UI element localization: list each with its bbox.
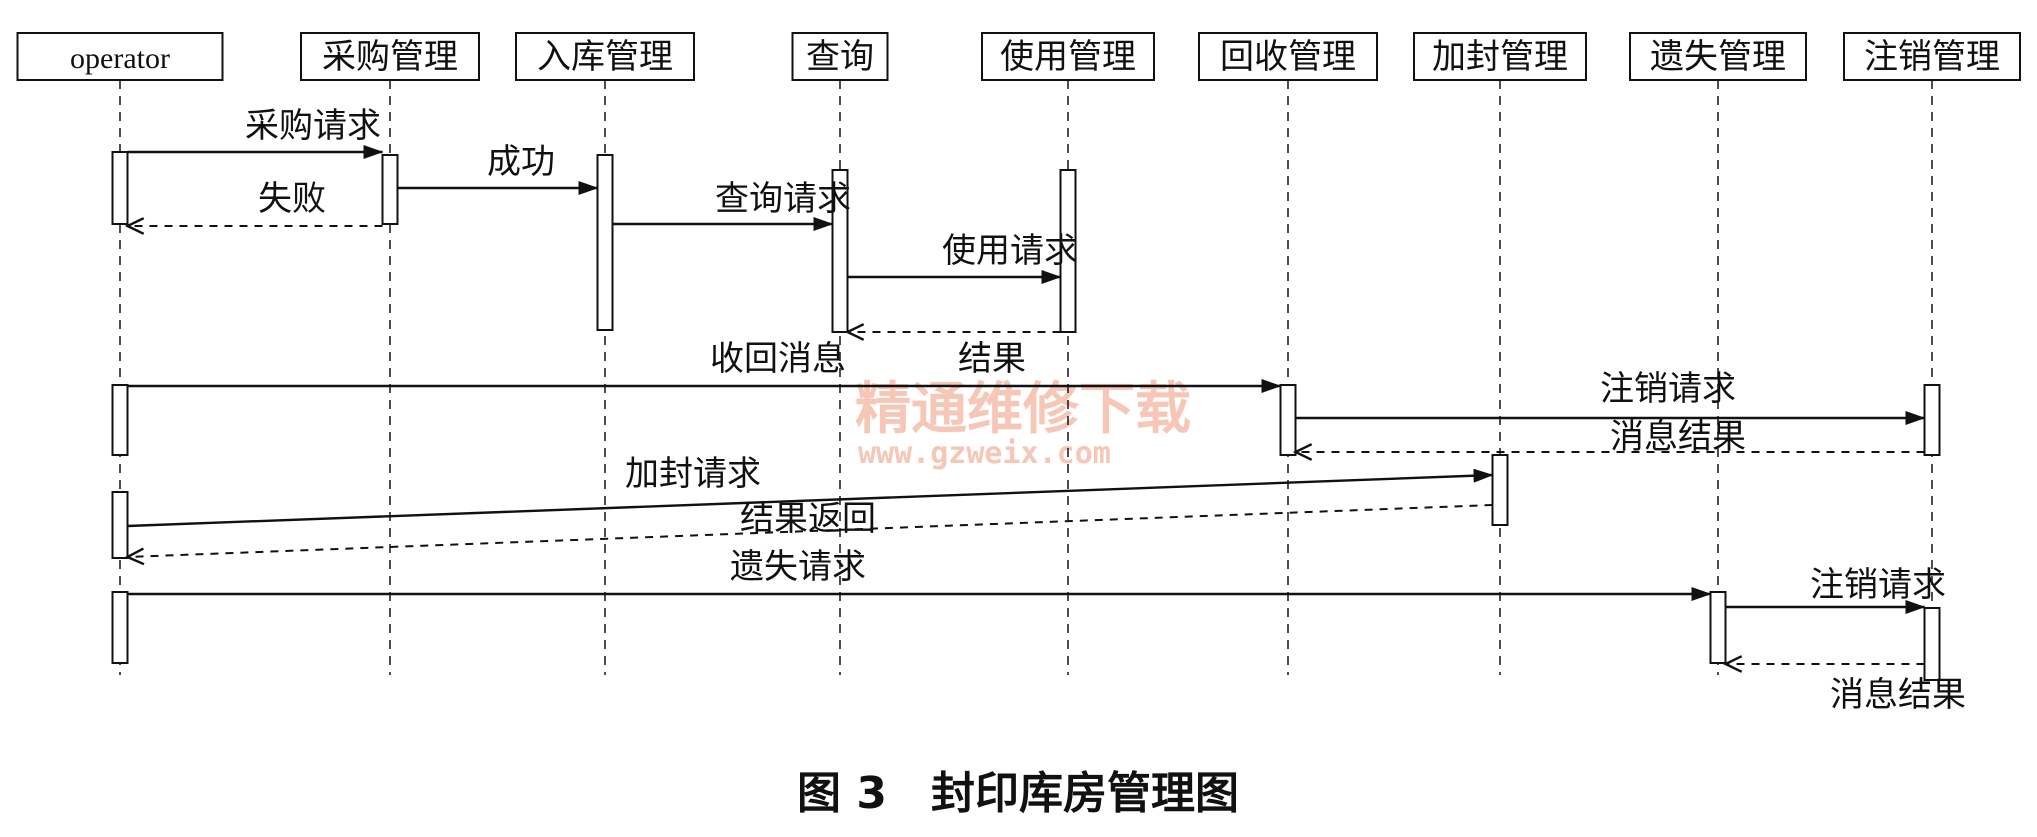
actor-cancel: 注销管理 xyxy=(1843,32,2021,81)
actor-use: 使用管理 xyxy=(981,32,1155,81)
open-arrowhead xyxy=(124,547,145,566)
open-arrowhead xyxy=(1722,655,1743,673)
activation-bar-use xyxy=(1059,169,1077,333)
watermark-line-1: 精通维修下载 xyxy=(855,377,1191,442)
actor-box xyxy=(16,32,224,81)
message-operator-to-recover: 收回消息 xyxy=(127,339,1282,393)
activation-bar-stockin xyxy=(596,154,614,331)
actor-box xyxy=(1198,32,1378,81)
actors: operator 采购管理 入库管理 查询 使用管理 回收管理 加封管理 遗失管理 注销管理 xyxy=(16,32,2021,81)
message-use-to-query: 结果 xyxy=(844,323,1061,379)
message-loss-to-cancel: 注销请求 xyxy=(1725,565,1946,614)
activation-bar-operator xyxy=(111,591,129,664)
message-label: 查询请求 xyxy=(715,179,851,219)
actor-label: 注销管理 xyxy=(1864,37,2000,77)
message-label: 消息结果 xyxy=(1610,417,1746,457)
message-operator-to-purchase: 采购请求 xyxy=(127,106,384,159)
actor-seal: 加封管理 xyxy=(1413,32,1587,81)
message-operator-to-seal: 加封请求 xyxy=(127,454,1494,528)
call-arrow xyxy=(127,468,1494,528)
actor-operator: operator xyxy=(16,32,224,81)
message-stockin-to-query: 查询请求 xyxy=(612,179,851,231)
message-label: 失败 xyxy=(258,179,326,219)
actor-query: 查询 xyxy=(791,32,889,81)
open-arrowhead xyxy=(1292,443,1313,461)
message-operator-to-loss: 遗失请求 xyxy=(127,547,1712,601)
actor-purchase: 采购管理 xyxy=(300,32,480,81)
open-arrowhead xyxy=(124,217,145,235)
actor-label: 采购管理 xyxy=(322,37,458,77)
activation-bar-purchase xyxy=(381,154,399,225)
activation-bar-cancel xyxy=(1923,607,1941,681)
message-label: 收回消息 xyxy=(710,339,846,379)
actor-stockin: 入库管理 xyxy=(515,32,695,81)
message-label: 成功 xyxy=(487,142,555,182)
message-label: 遗失请求 xyxy=(730,547,866,587)
activation-bar-operator xyxy=(111,384,129,456)
message-label: 结果返回 xyxy=(740,499,876,539)
message-label: 消息结果 xyxy=(1830,675,1966,715)
activation-bar-cancel xyxy=(1923,384,1941,456)
activation-bar-operator xyxy=(111,491,129,559)
watermark-line-2: www.gzweix.com xyxy=(858,436,1111,471)
message-purchase-to-operator: 失败 xyxy=(124,179,383,235)
message-purchase-to-stockin: 成功 xyxy=(397,142,599,195)
actor-label: 入库管理 xyxy=(537,37,673,77)
actor-label: 回收管理 xyxy=(1220,37,1356,77)
message-cancel-to-loss: 消息结果 xyxy=(1722,655,1966,715)
actor-label: operator xyxy=(70,42,170,75)
message-cancel-to-recover: 消息结果 xyxy=(1292,417,1925,461)
activation-bar-operator xyxy=(111,151,129,225)
activation-bar-query xyxy=(831,169,849,333)
message-label: 结果 xyxy=(958,339,1026,379)
message-query-to-use: 使用请求 xyxy=(847,231,1078,284)
message-label: 采购请求 xyxy=(245,106,381,146)
message-label: 注销请求 xyxy=(1600,369,1736,409)
actor-box xyxy=(1843,32,2021,81)
actor-box xyxy=(981,32,1155,81)
message-label: 加封请求 xyxy=(625,454,761,494)
return-arrow xyxy=(127,504,1493,558)
actor-box xyxy=(300,32,480,81)
activation-bar-loss xyxy=(1709,591,1727,664)
actor-label: 使用管理 xyxy=(1000,37,1136,77)
messages: 采购请求失败成功查询请求使用请求结果收回消息注销请求消息结果加封请求结果返回遗失… xyxy=(124,106,1966,715)
message-label: 使用请求 xyxy=(942,231,1078,271)
actor-recover: 回收管理 xyxy=(1198,32,1378,81)
figure-caption: 图 3 封印库房管理图 xyxy=(797,768,1239,819)
activation-bar-seal xyxy=(1491,454,1509,526)
message-label: 注销请求 xyxy=(1810,565,1946,605)
actor-label: 查询 xyxy=(806,37,874,77)
open-arrowhead xyxy=(844,323,865,341)
watermark: 精通维修下载 www.gzweix.com xyxy=(855,377,1191,471)
actor-label: 加封管理 xyxy=(1432,37,1568,77)
actor-loss: 遗失管理 xyxy=(1629,32,1807,81)
actor-box xyxy=(1629,32,1807,81)
actor-box xyxy=(1413,32,1587,81)
activation-bar-recover xyxy=(1279,384,1297,456)
actor-label: 遗失管理 xyxy=(1650,37,1786,77)
actor-box xyxy=(515,32,695,81)
activation-bars xyxy=(111,151,1941,681)
actor-box xyxy=(791,32,889,81)
message-recover-to-cancel: 注销请求 xyxy=(1295,369,1926,425)
message-seal-to-operator: 结果返回 xyxy=(124,499,1493,566)
